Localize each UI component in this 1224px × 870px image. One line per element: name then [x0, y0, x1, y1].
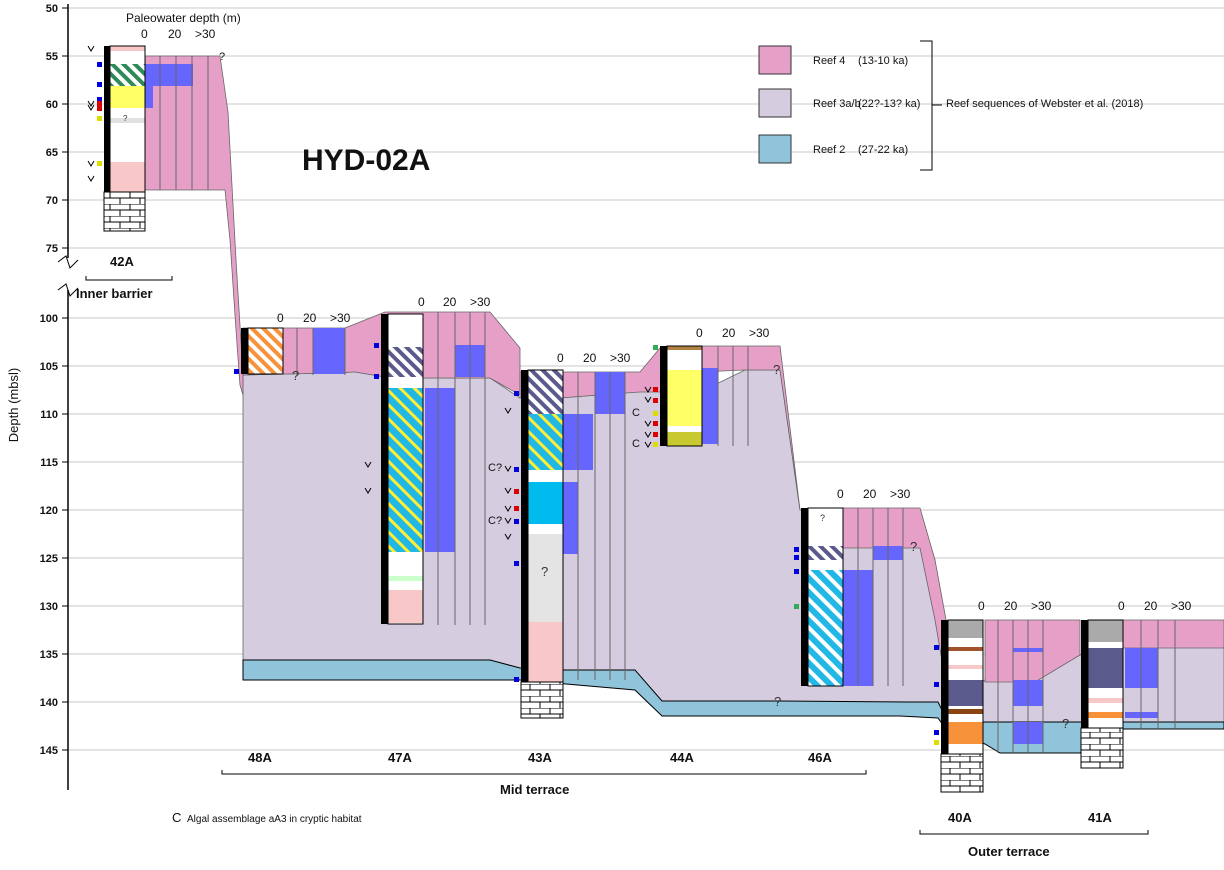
svg-text:20: 20 [583, 351, 597, 365]
svg-text:>30: >30 [195, 27, 216, 41]
legend: Reef 4 (13-10 ka) Reef 3a/b (22?-13? ka)… [759, 41, 1143, 170]
svg-text:0: 0 [1118, 599, 1125, 613]
svg-text:42A: 42A [110, 254, 134, 269]
reef-4-area-41a [1120, 620, 1224, 648]
svg-text:?: ? [541, 564, 548, 579]
c-label-44a-2: C [632, 438, 640, 450]
legend-reef3-name: Reef 3a/b [813, 98, 861, 110]
svg-text:60: 60 [46, 99, 58, 111]
svg-text:?: ? [774, 694, 781, 709]
svg-text:50: 50 [46, 3, 58, 15]
svg-text:>30: >30 [330, 311, 351, 325]
svg-text:135: 135 [40, 649, 58, 661]
svg-text:65: 65 [46, 147, 58, 159]
svg-text:75: 75 [46, 243, 58, 255]
svg-text:115: 115 [40, 457, 58, 469]
region-inner: Inner barrier [76, 286, 153, 301]
y-axis-label: Depth (mbsl) [6, 368, 21, 442]
diagram-title: HYD-02A [302, 144, 430, 177]
svg-text:100: 100 [40, 313, 58, 325]
svg-text:0: 0 [141, 27, 148, 41]
paleo-axis-label: Paleowater depth (m) [126, 11, 241, 25]
core-46a [801, 508, 843, 686]
svg-text:20: 20 [168, 27, 182, 41]
core-43a [521, 370, 563, 718]
svg-text:0: 0 [978, 599, 985, 613]
core-40a [941, 620, 983, 792]
svg-text:20: 20 [863, 487, 877, 501]
core-44a [660, 346, 702, 446]
svg-text:>30: >30 [1171, 599, 1192, 613]
core-48a [241, 328, 283, 374]
legend-reef2-name: Reef 2 [813, 144, 845, 156]
core-47a [381, 314, 423, 624]
svg-text:>30: >30 [470, 295, 491, 309]
svg-text:?: ? [219, 51, 225, 63]
svg-text:>30: >30 [749, 326, 770, 340]
depth-axis: 50 55 60 65 70 75 100 105 110 115 120 12… [40, 3, 78, 790]
svg-text:?: ? [292, 368, 299, 383]
svg-text:>30: >30 [1031, 599, 1052, 613]
svg-text:41A: 41A [1088, 810, 1112, 825]
svg-text:20: 20 [303, 311, 317, 325]
svg-text:40A: 40A [948, 810, 972, 825]
svg-text:?: ? [773, 362, 780, 377]
svg-text:105: 105 [40, 361, 58, 373]
legend-reef2-age: (27-22 ka) [858, 144, 908, 156]
svg-text:0: 0 [418, 295, 425, 309]
svg-text:145: 145 [40, 745, 58, 757]
svg-text:48A: 48A [248, 750, 272, 765]
legend-reef4-name: Reef 4 [813, 55, 845, 67]
svg-text:20: 20 [1004, 599, 1018, 613]
svg-text:125: 125 [40, 553, 58, 565]
note-text: Algal assemblage aA3 in cryptic habitat [187, 814, 362, 825]
svg-text:70: 70 [46, 195, 58, 207]
svg-text:47A: 47A [388, 750, 412, 765]
svg-text:?: ? [123, 114, 128, 123]
svg-text:0: 0 [837, 487, 844, 501]
svg-text:20: 20 [443, 295, 457, 309]
svg-text:110: 110 [40, 409, 58, 421]
svg-text:>30: >30 [610, 351, 631, 365]
note-symbol: C [172, 810, 181, 825]
svg-text:>30: >30 [890, 487, 911, 501]
svg-text:44A: 44A [670, 750, 694, 765]
svg-text:55: 55 [46, 51, 58, 63]
core-42a [104, 46, 145, 231]
svg-text:46A: 46A [808, 750, 832, 765]
svg-text:130: 130 [40, 601, 58, 613]
svg-text:140: 140 [40, 697, 58, 709]
core-41a [1081, 620, 1123, 768]
svg-text:20: 20 [1144, 599, 1158, 613]
legend-reef4-age: (13-10 ka) [858, 55, 908, 67]
c-label-44a-1: C [632, 407, 640, 419]
svg-text:0: 0 [696, 326, 703, 340]
svg-text:0: 0 [277, 311, 284, 325]
svg-text:43A: 43A [528, 750, 552, 765]
c-label-43a-2: C? [488, 515, 502, 527]
legend-reef3-age: (22?-13? ka) [858, 98, 920, 110]
svg-text:20: 20 [722, 326, 736, 340]
svg-text:?: ? [910, 539, 917, 554]
svg-text:0: 0 [557, 351, 564, 365]
region-outer: Outer terrace [968, 844, 1050, 859]
svg-text:120: 120 [40, 505, 58, 517]
region-mid: Mid terrace [500, 782, 569, 797]
svg-text:?: ? [820, 513, 825, 523]
svg-text:?: ? [1062, 716, 1069, 731]
legend-bracket-text: Reef sequences of Webster et al. (2018) [946, 98, 1143, 110]
c-label-43a-1: C? [488, 462, 502, 474]
